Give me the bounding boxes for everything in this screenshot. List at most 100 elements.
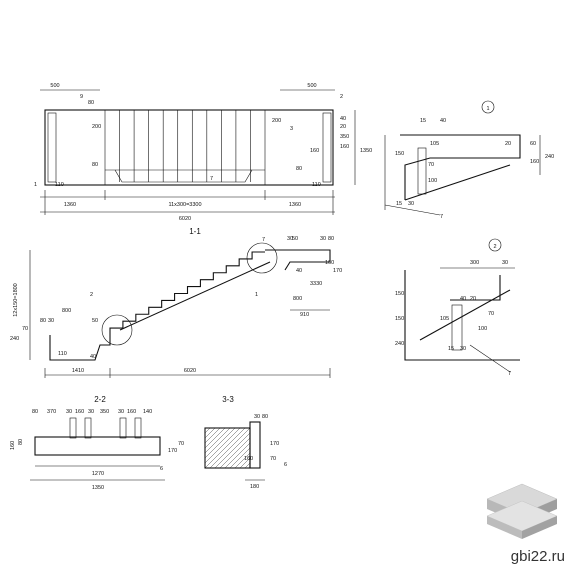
hatch-line: [239, 457, 251, 469]
section-3-3-dim-3: 70: [270, 456, 276, 462]
detail-1-dim-4: 60: [530, 141, 536, 147]
section-right-small-6: 80: [328, 236, 334, 242]
section-2-2-rib-b: [84, 417, 92, 439]
section-2-2-top-2: 30: [66, 409, 72, 415]
section-2-2-top-8: 140: [143, 409, 152, 415]
plan-left-small-3: 110: [55, 182, 64, 188]
section-left-vertical: 12x150=1800: [13, 283, 19, 317]
section-3-3-stringer: [249, 421, 261, 469]
section-left-small-2: 30: [48, 318, 54, 324]
section-2-2-marker: 6: [160, 466, 163, 472]
detail-2-dim-3: 150: [395, 316, 404, 322]
section-flight-soffit: [119, 261, 271, 331]
plan-right-col-3: 160: [340, 144, 349, 150]
plan-right-col-2: 350: [340, 134, 349, 140]
section-2-2-slab: [34, 436, 161, 456]
section-3-3-hatching: [204, 427, 251, 469]
section-3-3: 3-3 30 80 170 70 160 180 6: [204, 395, 287, 490]
detail-2: 2 300 30 150 150 105 100 70 240 15 30 20…: [395, 238, 520, 377]
detail-1-dim-10: 30: [408, 201, 414, 207]
section-flight-steps: [109, 251, 265, 335]
section-right-small-0: 910: [300, 312, 309, 318]
plan-view: 1360 11x300=3300 1360 6020 500 500 80 20…: [34, 83, 372, 222]
detail-1-dim-11: 20: [505, 141, 511, 147]
section-right-small-7: 30: [287, 236, 293, 242]
section-2-2-top-5: 350: [100, 409, 109, 415]
detail-1-soffit: [404, 164, 511, 201]
hatch-line: [229, 447, 251, 469]
detail-2-dim-6: 70: [488, 311, 494, 317]
hatch-line: [234, 452, 251, 469]
plan-dim-left: 1360: [64, 202, 76, 208]
section-left-small-6: 110: [58, 351, 67, 357]
section-2-2-left-0: 160: [10, 441, 16, 450]
detail-1-dim-9: 15: [396, 201, 402, 207]
section-3-3-title: 3-3: [222, 395, 234, 404]
section-2-2-top-6: 30: [118, 409, 124, 415]
section-2-2-rib-c: [119, 417, 127, 439]
section-left-small-4: 240: [10, 336, 19, 342]
detail-1-badge: [481, 100, 495, 114]
detail-1-dim-8: 100: [428, 178, 437, 184]
hatch-line: [204, 427, 236, 459]
section-2-2-title: 2-2: [94, 395, 106, 404]
detail-2-dim-9: 30: [460, 346, 466, 352]
hatch-line: [204, 427, 221, 444]
section-3-3-marker: 6: [284, 462, 287, 468]
detail-1-marker: 7: [440, 214, 443, 220]
section-2-2-top-0: 80: [32, 409, 38, 415]
detail-2-dim-5: 100: [478, 326, 487, 332]
section-left-small-5: 70: [22, 326, 28, 332]
hatch-line: [214, 432, 251, 469]
section-2-2-top-1: 370: [47, 409, 56, 415]
plan-marker-1: 1: [34, 182, 37, 188]
detail-1-dim-2: 105: [430, 141, 439, 147]
section-2-2-bottom-1: 1350: [92, 485, 104, 491]
section-2-2-bottom-0: 1270: [92, 471, 104, 477]
plan-left-small-1: 200: [92, 124, 101, 130]
detail-2-dim-0: 300: [470, 260, 479, 266]
plan-right-col-1: 20: [340, 124, 346, 130]
plan-left-small-0: 80: [88, 100, 94, 106]
detail-2-stringer: [451, 304, 463, 351]
detail-2-badge: [488, 238, 502, 252]
detail-1-dim-5: 160: [530, 159, 539, 165]
section-2-2: 2-2 80 370 30 160 30 350 30 160 140 1270…: [10, 395, 184, 491]
detail-2-dim-2: 150: [395, 291, 404, 297]
hatch-line: [219, 437, 251, 469]
plan-marker-7: 7: [210, 176, 213, 182]
section-3-3-dim-5: 180: [250, 484, 259, 490]
plan-right-col-4: 1350: [360, 148, 372, 154]
section-left-small-1: 50: [92, 318, 98, 324]
section-dim-1410: 1410: [72, 368, 84, 374]
section-dim-6020: 6020: [184, 368, 196, 374]
section-right-small-5: 30: [320, 236, 326, 242]
hatch-line: [204, 427, 231, 454]
section-marker-7: 7: [262, 237, 265, 243]
section-3-3-dim-4: 160: [244, 456, 253, 462]
hatch-line: [204, 427, 241, 464]
plan-dim-top-right: 500: [307, 83, 316, 89]
detail-2-dim-8: 15: [448, 346, 454, 352]
detail-2-dim-1: 30: [502, 260, 508, 266]
plan-dim-top-left: 500: [50, 83, 59, 89]
section-right-small-2: 3330: [310, 281, 322, 287]
plan-treads: [119, 110, 251, 182]
detail-2-dim-7: 240: [395, 341, 404, 347]
detail-2-soffit-box: [404, 270, 520, 361]
plan-right-col-0: 40: [340, 116, 346, 122]
section-2-2-right-1: 70: [178, 441, 184, 447]
detail-1: 1 15 40 105 150 60 160 240 70 100 15 30 …: [384, 100, 554, 220]
plan-right-small-0: 200: [272, 118, 281, 124]
detail-1-dim-6: 240: [545, 154, 554, 160]
gbi-logo-icon: [486, 483, 558, 539]
section-1-1-title: 1-1: [189, 227, 201, 236]
hatch-line: [204, 427, 246, 469]
section-right-small-8: 50: [292, 236, 298, 242]
section-2-2-top-3: 160: [75, 409, 84, 415]
plan-dim-right: 1360: [289, 202, 301, 208]
detail-2-dim-4: 105: [440, 316, 449, 322]
brand-text[interactable]: gbi22.ru: [510, 548, 565, 565]
detail-1-landing: [400, 134, 521, 200]
